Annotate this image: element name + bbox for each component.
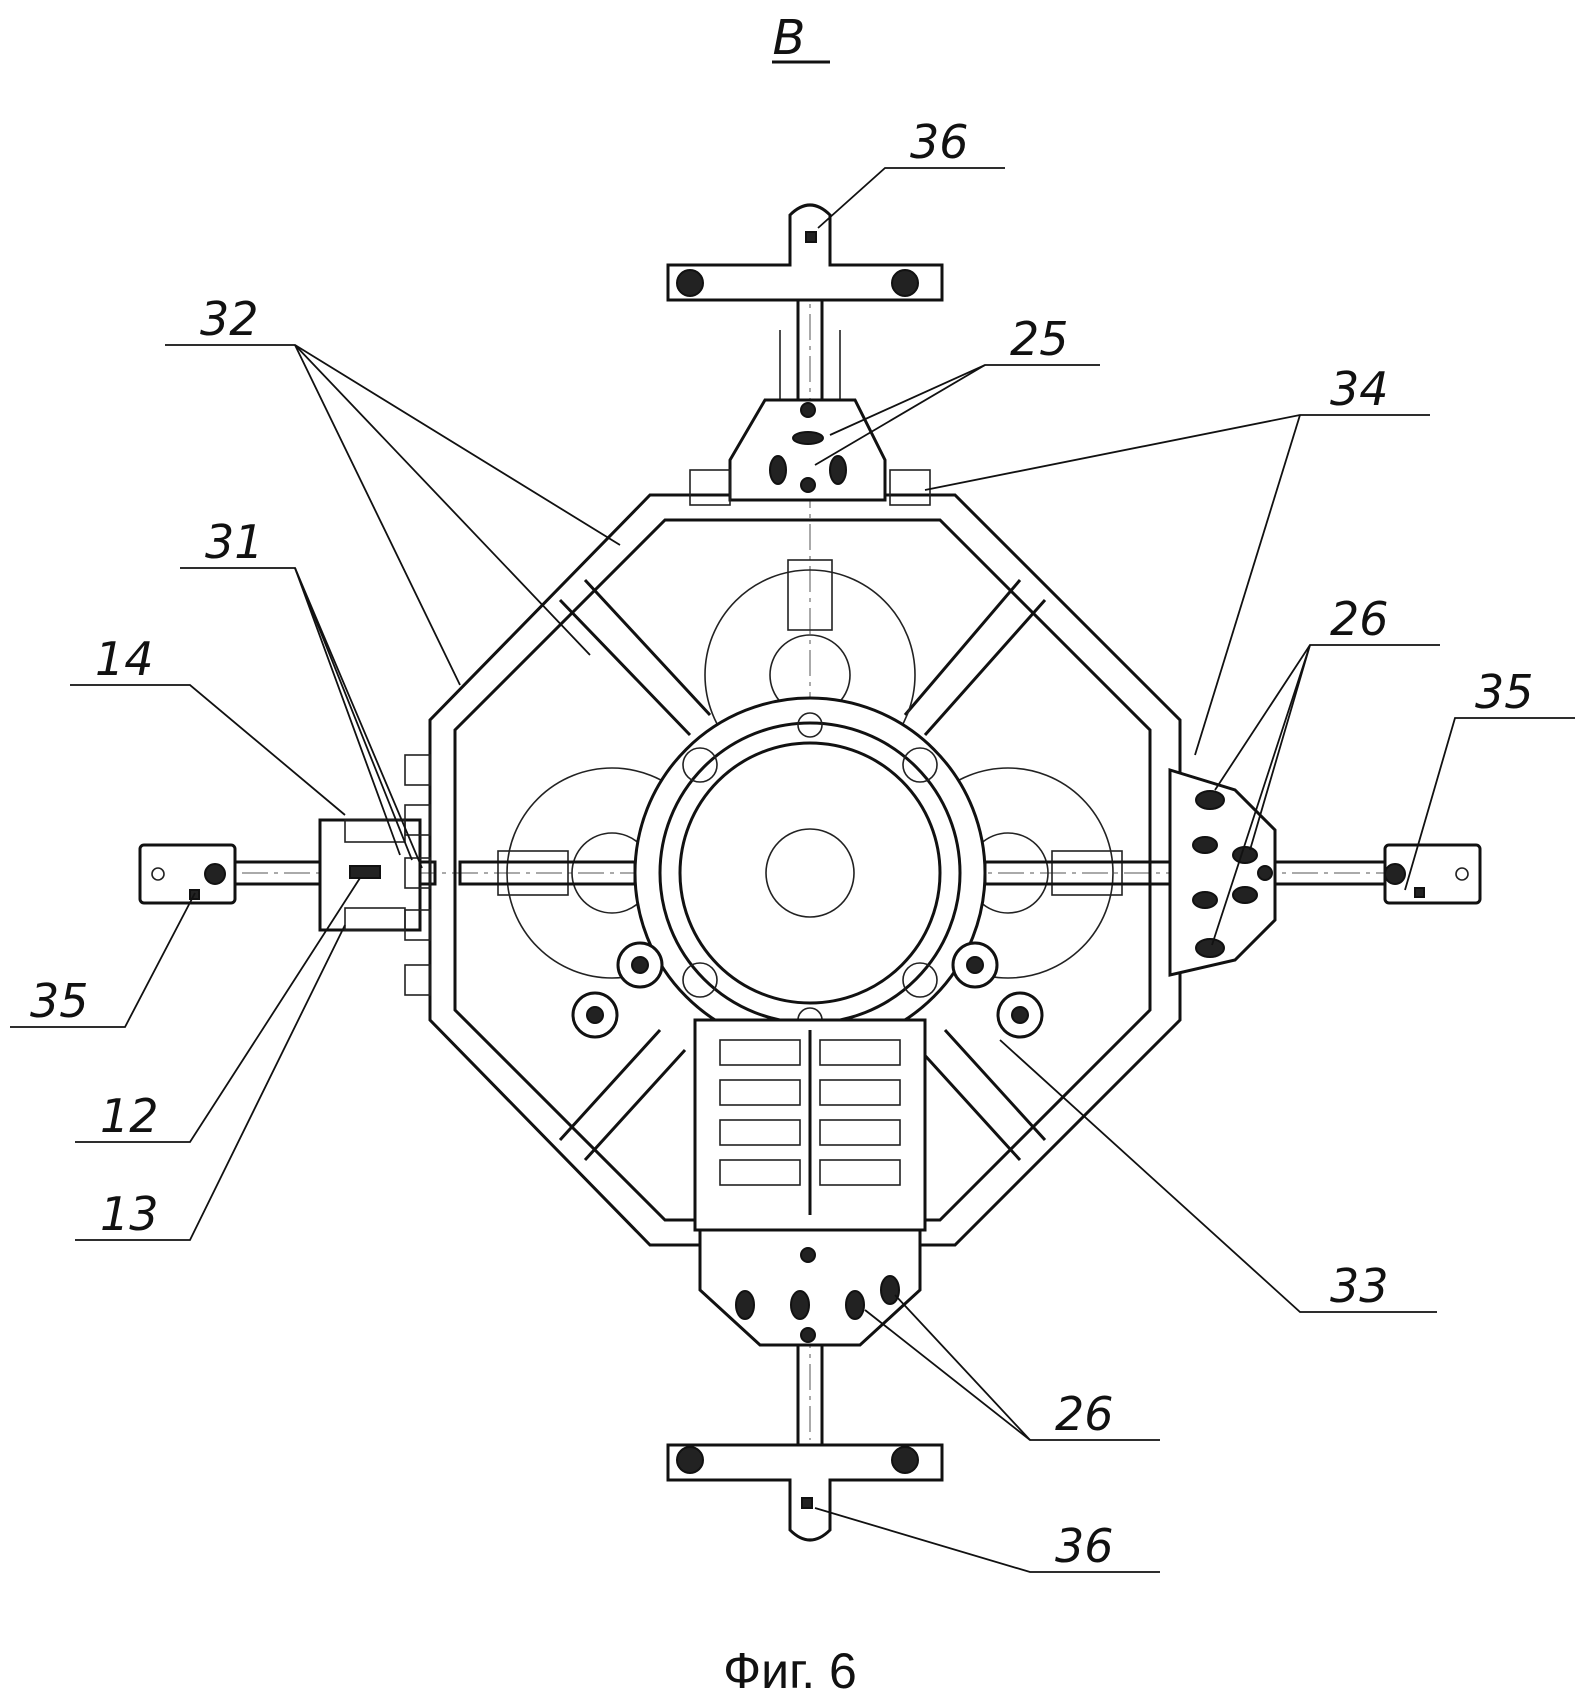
callout-34: 34 (1330, 362, 1389, 416)
callout-26-right: 26 (1330, 592, 1389, 646)
figure-caption: Фиг. 6 (723, 1643, 857, 1699)
right-end-tab (1383, 843, 1482, 905)
central-hub (633, 696, 987, 1050)
view-label: B (773, 10, 806, 66)
lower-side-rollers (571, 941, 1044, 1039)
callout-33: 33 (1330, 1259, 1389, 1313)
callout-35-right: 35 (1475, 665, 1534, 719)
callout-12: 12 (100, 1089, 159, 1143)
callout-25: 25 (1010, 312, 1069, 366)
top-mounting-plate (689, 398, 931, 506)
callout-14: 14 (95, 632, 154, 686)
top-tee-bracket (666, 203, 944, 302)
leader-lines (10, 167, 1575, 1573)
left-end-tab (138, 843, 237, 905)
callout-labels: 36 32 25 34 31 26 14 35 35 12 13 33 26 3… (30, 115, 1534, 1573)
left-clamp-assembly (318, 754, 431, 996)
lower-assembly-block (693, 1018, 927, 1232)
callout-13: 13 (100, 1187, 159, 1241)
right-mounting-plate (1168, 767, 1277, 977)
callout-31: 31 (205, 515, 264, 569)
bottom-tee-bracket (666, 1443, 944, 1542)
callout-26-bottom: 26 (1055, 1387, 1114, 1441)
callout-35-left: 35 (30, 974, 89, 1028)
view-label-group: B (772, 10, 830, 66)
callout-36-top: 36 (910, 115, 969, 169)
callout-36-bottom: 36 (1055, 1519, 1114, 1573)
callout-32: 32 (200, 292, 259, 346)
